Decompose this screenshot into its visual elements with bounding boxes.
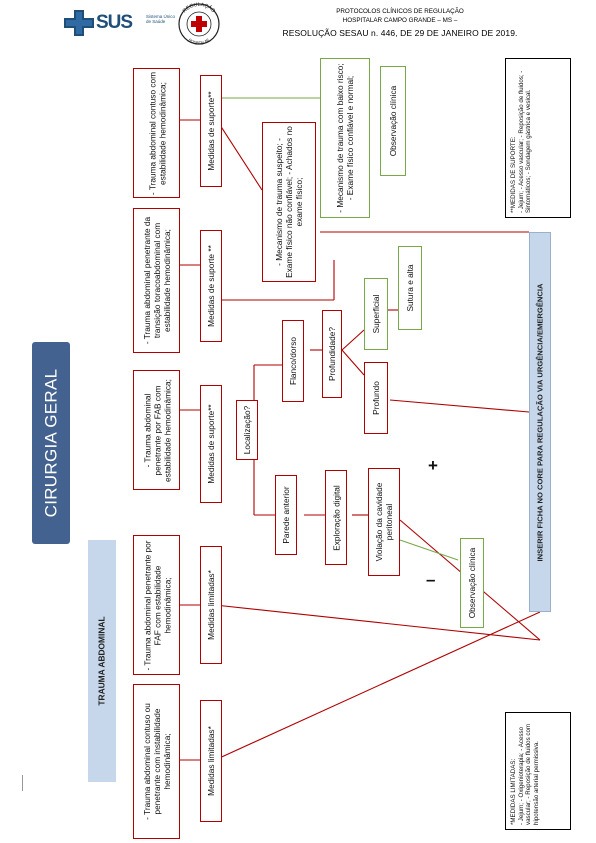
sus-cross-icon bbox=[64, 10, 94, 36]
case-text-5: - Trauma abdominal contuso com estabilid… bbox=[146, 71, 167, 195]
profundidade-text: Profundidade? bbox=[327, 327, 337, 381]
measures-text-3: Medidas de suporte** bbox=[206, 404, 216, 484]
parede-anterior-box: Parede anterior bbox=[275, 475, 297, 555]
superficial-text: Superficial bbox=[371, 294, 381, 334]
case-text-1: - Trauma abdominal contuso ou penetrante… bbox=[141, 703, 172, 820]
case-box-5: - Trauma abdominal contuso com estabilid… bbox=[133, 68, 180, 198]
exploracao-digital-text: Exploração digital bbox=[331, 484, 341, 551]
seal-bottom-text: HOSPITALAR bbox=[188, 38, 210, 46]
baixo-risco-box: - Mecanismo de trauma com baixo risco; -… bbox=[320, 58, 370, 218]
sutura-alta-text: Sutura e alta bbox=[405, 264, 415, 312]
observacao-clinica-box-1: Observação clínica bbox=[460, 538, 484, 628]
case-text-4: - Trauma abdominal penetrante da transiç… bbox=[141, 216, 172, 345]
suspeito-box: - Mecanismo de trauma suspeito; - Exame … bbox=[262, 122, 316, 282]
measures-text-5: Medidas de suporte** bbox=[206, 91, 216, 171]
measures-text-2: Medidas limitadas* bbox=[206, 570, 216, 640]
medidas-suporte-items: - Jejum; - Acesso vascular; - Reposição … bbox=[517, 70, 533, 213]
parede-anterior-text: Parede anterior bbox=[281, 486, 291, 544]
sus-logo-subtitle: Sistema Único de Saúde bbox=[146, 14, 176, 24]
measures-box-5: Medidas de suporte** bbox=[200, 75, 222, 187]
profundo-box: Profundo bbox=[364, 362, 388, 434]
case-box-3: - Trauma abdominal penetrante por FAB co… bbox=[133, 370, 180, 490]
observacao-clinica-box-2: Observação clínica bbox=[380, 66, 406, 176]
case-box-1: - Trauma abdominal contuso ou penetrante… bbox=[133, 684, 180, 839]
inserir-ficha-bar: INSERIR FICHA NO CORE PARA REGULAÇÃO VIA… bbox=[529, 232, 551, 612]
header-line-2: HOSPITALAR CAMPO GRANDE – MS – bbox=[342, 17, 458, 24]
observacao-clinica-text-2: Observação clínica bbox=[388, 85, 398, 157]
localizacao-text: Localização? bbox=[242, 405, 252, 455]
cirurgia-geral-banner: CIRURGIA GERAL bbox=[32, 342, 70, 544]
margin-mark bbox=[22, 775, 23, 791]
minus-sign: – bbox=[426, 570, 436, 589]
regulacao-seal-icon: REGULAÇÃO HOSPITALAR bbox=[178, 2, 220, 46]
measures-box-2: Medidas limitadas* bbox=[200, 546, 222, 664]
measures-text-1: Medidas limitadas* bbox=[206, 726, 216, 796]
flanco-dorso-text: Flanco/dorso bbox=[288, 337, 298, 385]
trauma-abdominal-label: TRAUMA ABDOMINAL bbox=[88, 540, 116, 782]
profundidade-box: Profundidade? bbox=[322, 310, 342, 398]
medidas-suporte-title: **MEDIDAS DE SUPORTE: bbox=[510, 136, 517, 213]
trauma-abdominal-text: TRAUMA ABDOMINAL bbox=[97, 616, 108, 706]
sus-logo: SUS Sistema Único de Saúde bbox=[64, 10, 175, 36]
medidas-suporte-note: **MEDIDAS DE SUPORTE: - Jejum; - Acesso … bbox=[505, 58, 571, 218]
header-line-1: PROTOCOLOS CLÍNICOS DE REGULAÇÃO bbox=[336, 8, 464, 15]
case-text-2: - Trauma abdominal penetrante por FAF co… bbox=[141, 539, 172, 671]
violacao-text: Violação da cavidade peritoneal bbox=[374, 482, 394, 562]
localizacao-box: Localização? bbox=[236, 400, 258, 460]
measures-box-1: Medidas limitadas* bbox=[200, 700, 222, 822]
violacao-box: Violação da cavidade peritoneal bbox=[368, 468, 400, 576]
header-line-3: RESOLUÇÃO SESAU n. 446, DE 29 DE JANEIRO… bbox=[282, 28, 518, 38]
svg-text:HOSPITALAR: HOSPITALAR bbox=[188, 38, 210, 46]
measures-box-3: Medidas de suporte** bbox=[200, 385, 222, 503]
sutura-alta-box: Sutura e alta bbox=[398, 246, 422, 330]
suspeito-text: - Mecanismo de trauma suspeito; - Exame … bbox=[274, 126, 304, 278]
medidas-limitadas-note: *MEDIDAS LIMITADAS: - Jejum; - Oxigeniot… bbox=[505, 712, 571, 830]
observacao-clinica-text-1: Observação clínica bbox=[467, 547, 477, 619]
banner-title: CIRURGIA GERAL bbox=[41, 368, 61, 518]
baixo-risco-text: - Mecanismo de trauma com baixo risco; -… bbox=[335, 63, 355, 213]
case-box-4: - Trauma abdominal penetrante da transiç… bbox=[133, 208, 180, 353]
measures-box-4: Medidas de suporte ** bbox=[200, 230, 222, 342]
case-text-3: - Trauma abdominal penetrante por FAB co… bbox=[141, 378, 172, 482]
medidas-limitadas-title: *MEDIDAS LIMITADAS: bbox=[510, 758, 517, 825]
superficial-box: Superficial bbox=[364, 278, 388, 350]
measures-text-4: Medidas de suporte ** bbox=[206, 245, 216, 327]
inserir-ficha-text: INSERIR FICHA NO CORE PARA REGULAÇÃO VIA… bbox=[535, 283, 545, 561]
plus-sign: + bbox=[428, 456, 438, 475]
case-box-2: - Trauma abdominal penetrante por FAF co… bbox=[133, 535, 180, 675]
sus-logo-text: SUS bbox=[96, 12, 133, 33]
exploracao-digital-box: Exploração digital bbox=[325, 470, 347, 565]
medidas-limitadas-items: - Jejum; - Oxigenioterapia; - Acesso vas… bbox=[517, 723, 540, 825]
profundo-text: Profundo bbox=[371, 381, 381, 415]
flanco-dorso-box: Flanco/dorso bbox=[282, 320, 304, 402]
page-header: SUS Sistema Único de Saúde REGULAÇÃO HOS… bbox=[0, 0, 596, 50]
